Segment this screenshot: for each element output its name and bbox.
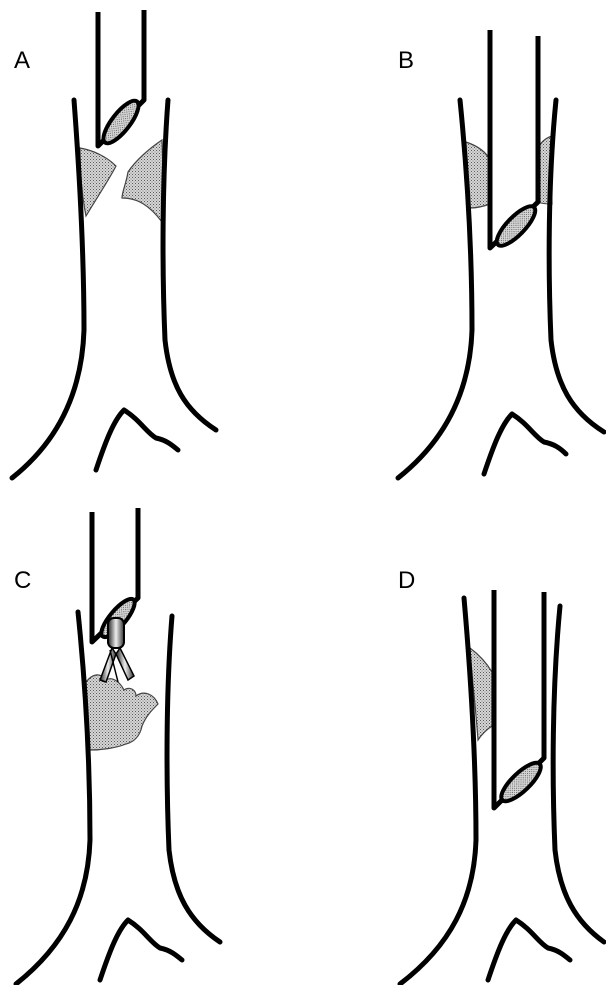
panel-a: A bbox=[12, 10, 216, 478]
vessel-right-wall bbox=[553, 606, 604, 942]
panel-c-label: C bbox=[14, 567, 31, 594]
vessel-right-wall bbox=[549, 100, 604, 432]
panel-c: C bbox=[14, 508, 220, 984]
vessel-bifurcation bbox=[488, 920, 570, 980]
plaque-mass bbox=[86, 675, 158, 750]
vessel-left-wall bbox=[16, 612, 90, 984]
panel-d: D bbox=[398, 567, 604, 984]
device-balloon bbox=[98, 96, 144, 148]
device-balloon bbox=[496, 757, 546, 806]
device-balloon bbox=[491, 201, 540, 251]
panel-b: B bbox=[398, 30, 604, 478]
panel-d-label: D bbox=[398, 567, 415, 594]
vessel-right-wall bbox=[167, 616, 220, 942]
vessel-left-wall bbox=[400, 598, 476, 984]
vessel-left-wall bbox=[398, 100, 472, 478]
vessel-bifurcation bbox=[100, 920, 182, 980]
vessel-bifurcation bbox=[96, 410, 178, 470]
vessel-right-wall bbox=[163, 100, 216, 430]
plaque-left bbox=[80, 148, 116, 216]
vessel-left-wall bbox=[12, 100, 84, 478]
plaque-right bbox=[122, 140, 163, 222]
panel-b-label: B bbox=[398, 47, 414, 74]
vessel-bifurcation bbox=[484, 414, 566, 474]
panel-a-label: A bbox=[14, 47, 30, 74]
